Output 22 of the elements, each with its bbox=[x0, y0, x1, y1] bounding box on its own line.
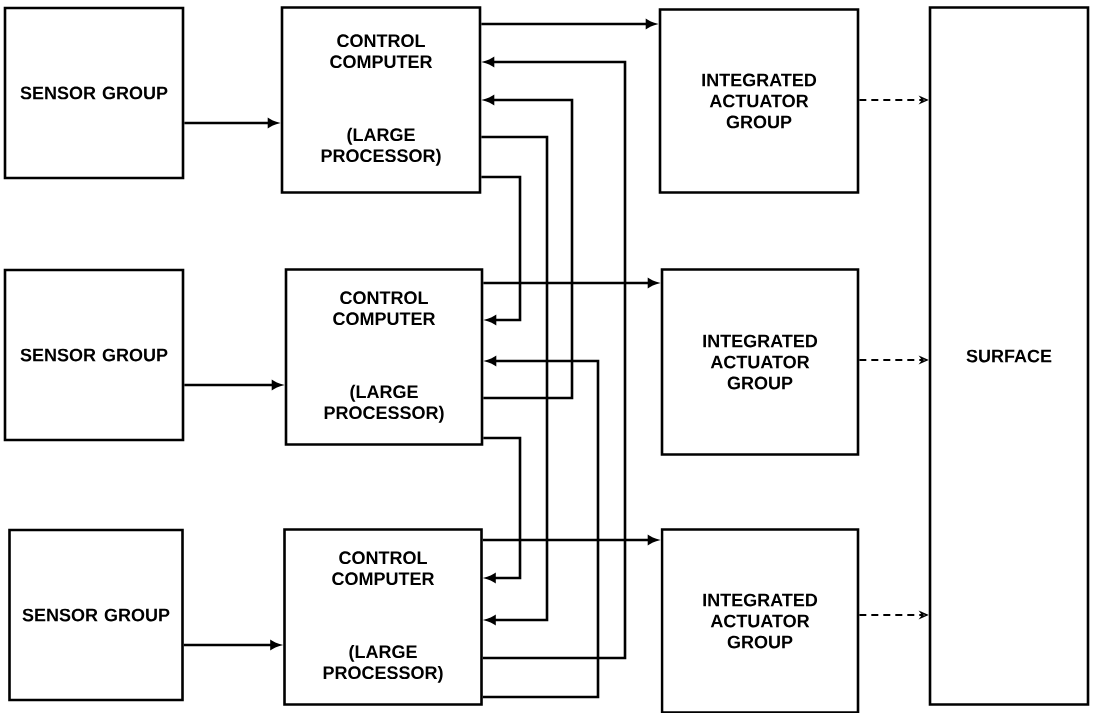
block-box: SURFACE bbox=[928, 6, 1090, 706]
arrow bbox=[482, 356, 600, 699]
block-box: INTEGRATED ACTUATOR GROUP bbox=[658, 8, 860, 194]
block-box: SENSOR GROUP bbox=[3, 6, 185, 180]
block-box: INTEGRATED ACTUATOR GROUP bbox=[660, 528, 860, 713]
block-box: SENSOR GROUP bbox=[8, 528, 184, 702]
arrow bbox=[483, 95, 574, 400]
block-box: CONTROL COMPUTER (LARGE PROCESSOR) bbox=[283, 528, 483, 706]
arrow bbox=[481, 19, 656, 29]
arrow bbox=[481, 135, 549, 625]
arrow bbox=[184, 118, 278, 128]
arrow bbox=[183, 640, 280, 650]
arrow bbox=[483, 436, 522, 583]
block-box: CONTROL COMPUTER (LARGE PROCESSOR) bbox=[284, 268, 484, 446]
arrow bbox=[184, 380, 282, 390]
arrow bbox=[482, 57, 627, 660]
arrow bbox=[481, 175, 522, 325]
block-box: SENSOR GROUP bbox=[3, 268, 185, 442]
arrow bbox=[482, 535, 658, 545]
block-box: CONTROL COMPUTER (LARGE PROCESSOR) bbox=[280, 6, 482, 194]
block-box: INTEGRATED ACTUATOR GROUP bbox=[660, 268, 860, 456]
arrow bbox=[483, 278, 658, 288]
